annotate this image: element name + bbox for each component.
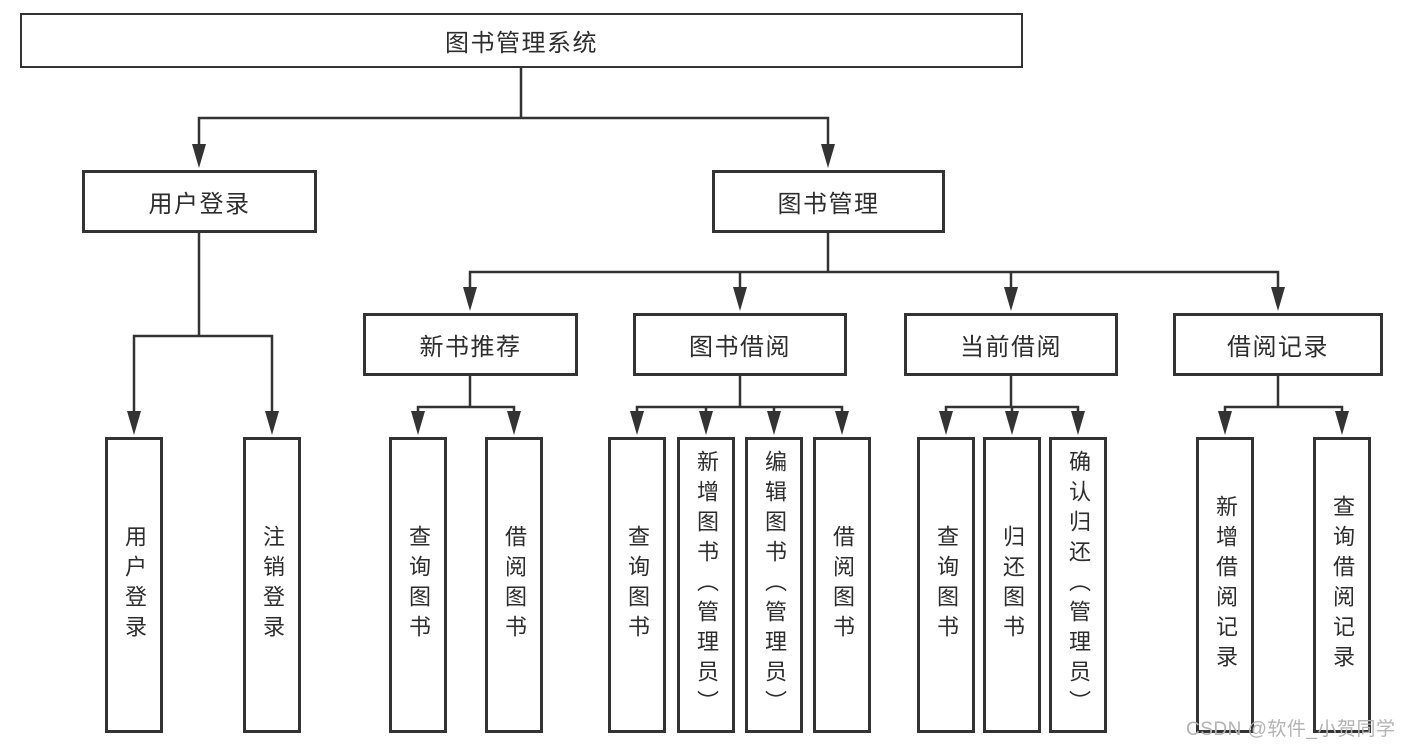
leaf-user-login: 用户登录 (105, 437, 163, 733)
node-book-management: 图书管理 (712, 170, 945, 233)
connector-book-borrow-branch (635, 374, 844, 423)
leaf-edit-book-admin: 编辑图书（管理员） (745, 437, 803, 733)
node-label: 查询图书 (406, 525, 431, 645)
node-label: 注销登录 (260, 525, 285, 645)
arrowhead (1335, 411, 1349, 435)
connector-book-management-branch (468, 231, 1280, 299)
arrowhead (192, 144, 206, 168)
leaf-confirm-return-admin: 确认归还（管理员） (1049, 437, 1107, 733)
node-label: 查询图书 (625, 525, 650, 645)
node-label: 编辑图书（管理员） (762, 450, 787, 720)
arrowhead (411, 411, 425, 435)
node-borrow-record: 借阅记录 (1173, 313, 1383, 376)
node-current-borrow: 当前借阅 (904, 313, 1118, 376)
watermark-text: CSDN @软件_小贺同学 (1186, 719, 1396, 740)
connector-borrow-record-branch (1223, 374, 1344, 423)
leaf-add-book-admin: 新增图书（管理员） (677, 437, 735, 733)
node-label: 借阅记录 (1227, 334, 1329, 361)
connector-user-login-branch (132, 231, 274, 423)
node-label: 图书借阅 (689, 334, 791, 361)
arrowhead (1004, 287, 1018, 311)
arrowhead (127, 411, 141, 435)
connector-root-to-level2 (197, 66, 830, 156)
node-book-borrow: 图书借阅 (633, 313, 847, 376)
connector-new-book-branch (416, 374, 516, 423)
arrowhead (507, 411, 521, 435)
node-root-library-system: 图书管理系统 (20, 13, 1023, 68)
leaf-search-books-recommend: 查询图书 (389, 437, 447, 733)
arrowhead (767, 411, 781, 435)
node-label: 用户登录 (148, 191, 251, 218)
leaf-borrow-book: 借阅图书 (813, 437, 871, 733)
arrowhead (835, 411, 849, 435)
arrowhead (463, 287, 477, 311)
arrowhead (699, 411, 713, 435)
arrowhead (265, 411, 279, 435)
arrowhead (821, 144, 835, 168)
leaf-borrow-books-recommend: 借阅图书 (485, 437, 543, 733)
leaf-return-book: 归还图书 (983, 437, 1041, 733)
node-label: 图书管理 (777, 191, 880, 218)
arrowhead (1271, 287, 1285, 311)
node-new-book-recommend: 新书推荐 (363, 313, 578, 376)
arrowhead (1071, 411, 1085, 435)
arrowhead (939, 411, 953, 435)
node-label: 查询借阅记录 (1330, 495, 1355, 675)
leaf-search-borrow-record: 查询借阅记录 (1313, 437, 1371, 733)
node-label: 查询图书 (934, 525, 959, 645)
node-label: 新增图书（管理员） (694, 450, 719, 720)
node-label: 当前借阅 (960, 334, 1062, 361)
leaf-search-books-borrow: 查询图书 (608, 437, 666, 733)
node-label: 新增借阅记录 (1213, 495, 1238, 675)
arrowhead (1218, 411, 1232, 435)
node-label: 图书管理系统 (445, 30, 598, 57)
csdn-watermark: CSDN @软件_小贺同学 (1186, 714, 1395, 741)
node-label: 借阅图书 (502, 525, 527, 645)
leaf-logout: 注销登录 (243, 437, 301, 733)
node-label: 归还图书 (1000, 525, 1025, 645)
arrowhead (630, 411, 644, 435)
connector-current-borrow-branch (944, 374, 1080, 423)
node-label: 确认归还（管理员） (1066, 450, 1091, 720)
leaf-add-borrow-record: 新增借阅记录 (1196, 437, 1254, 733)
node-label: 用户登录 (122, 525, 147, 645)
node-label: 新书推荐 (419, 334, 522, 361)
leaf-search-books-current: 查询图书 (917, 437, 975, 733)
arrowhead (733, 287, 747, 311)
node-label: 借阅图书 (830, 525, 855, 645)
node-user-login: 用户登录 (82, 170, 317, 233)
arrowhead (1005, 411, 1019, 435)
